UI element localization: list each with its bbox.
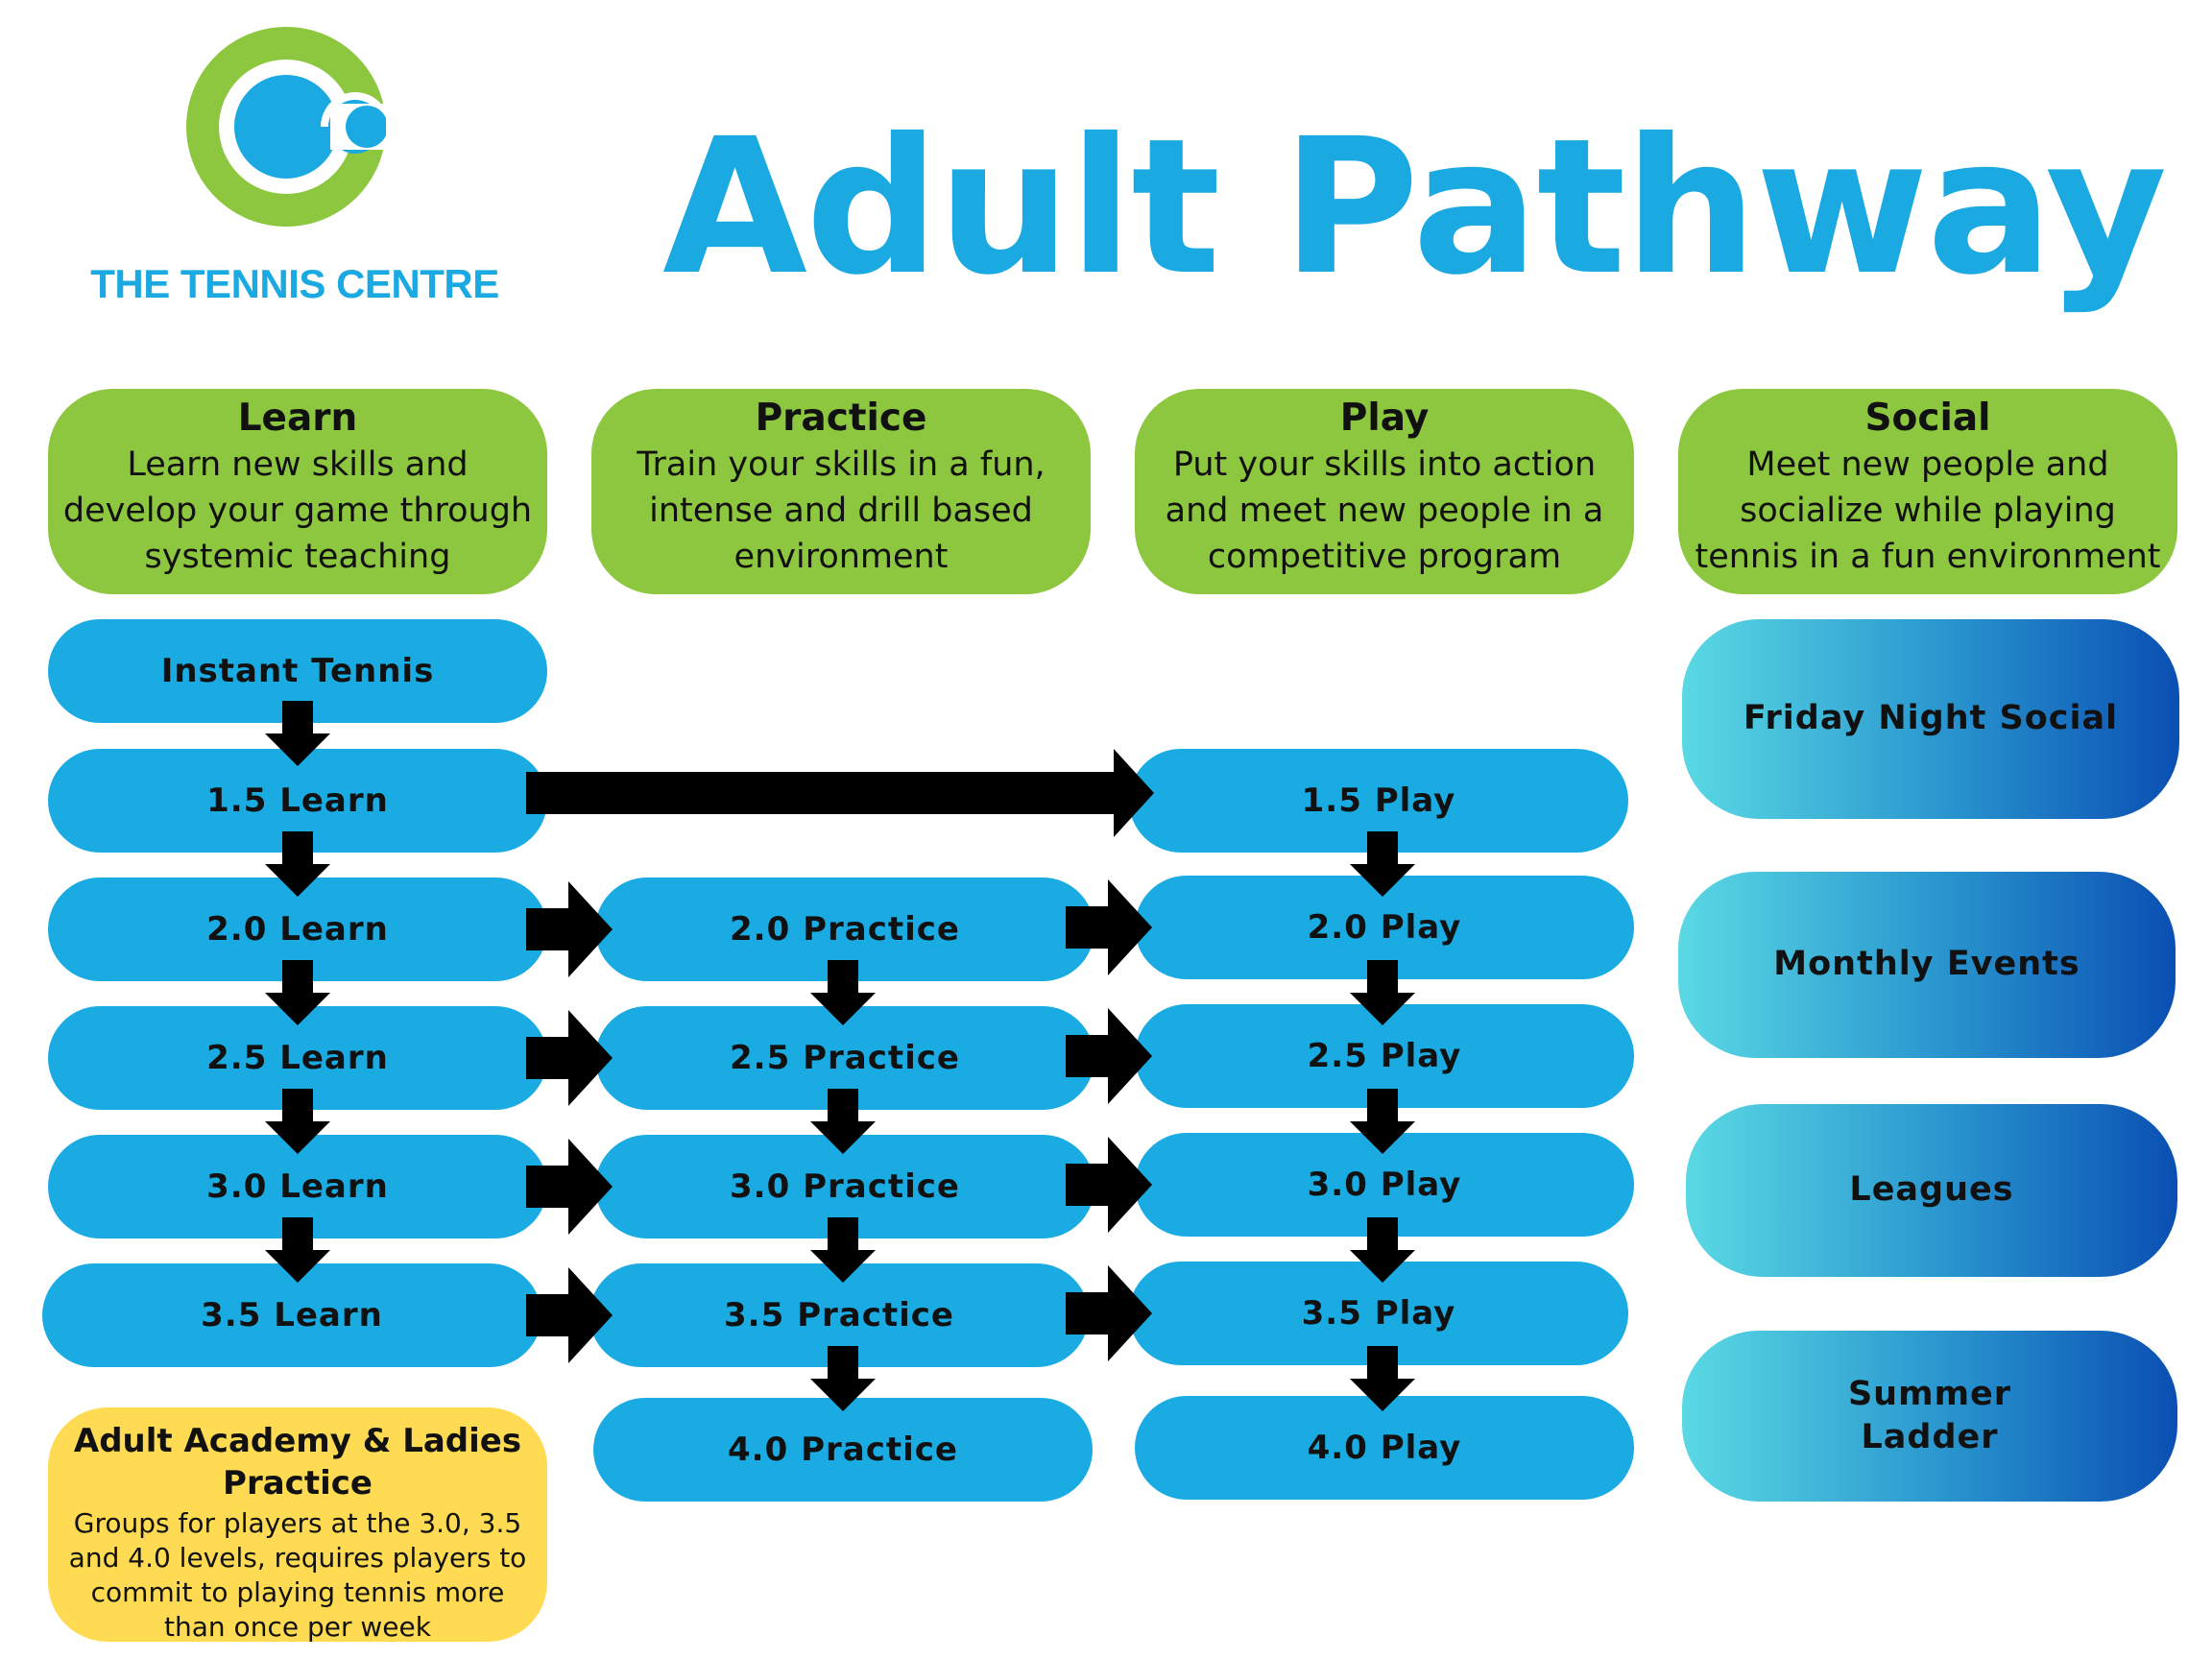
tennis-centre-logo: [186, 27, 386, 227]
arrow-down-learn-2: [265, 831, 330, 897]
category-learn-title: Learn: [237, 397, 358, 440]
category-learn: Learn Learn new skills and develop your …: [48, 389, 547, 594]
category-play-description: Put your skills into action and meet new…: [1165, 445, 1604, 577]
arrow-down-play-1: [1350, 831, 1415, 897]
arrow-right-practice-play-2-5: [1066, 1008, 1152, 1104]
category-social: Social Meet new people and socialize whi…: [1678, 389, 2177, 594]
category-play-title: Play: [1339, 397, 1430, 440]
arrow-down-learn-3: [265, 960, 330, 1025]
arrow-right-practice-play-3-5: [1066, 1265, 1152, 1361]
category-learn-description: Learn new skills and develop your game t…: [62, 445, 533, 577]
arrow-right-practice-play-2-0: [1066, 879, 1152, 975]
social-friday-night: Friday Night Social: [1682, 619, 2179, 819]
play-4-0: 4.0 Play: [1135, 1396, 1634, 1500]
category-practice: Practice Train your skills in a fun, int…: [591, 389, 1091, 594]
arrow-down-learn-1: [265, 701, 330, 766]
arrow-down-practice-1: [810, 960, 876, 1025]
social-monthly-events: Monthly Events: [1678, 872, 2176, 1058]
arrow-right-learn-practice-2-5: [526, 1010, 613, 1106]
social-summer-ladder: Summer Ladder: [1682, 1331, 2177, 1502]
logo-text: THE TENNIS CENTRE: [90, 261, 499, 306]
academy-box: Adult Academy & Ladies Practice Groups f…: [48, 1407, 547, 1643]
arrow-down-play-5: [1350, 1346, 1415, 1411]
arrow-down-play-3: [1350, 1089, 1415, 1154]
arrow-right-learn-practice-3-5: [526, 1267, 613, 1363]
arrow-down-play-4: [1350, 1217, 1415, 1283]
category-play: Play Put your skills into action and mee…: [1135, 389, 1634, 594]
academy-title: Adult Academy & Ladies Practice: [73, 1422, 522, 1503]
arrow-down-practice-3: [810, 1217, 876, 1283]
arrow-down-practice-2: [810, 1089, 876, 1154]
social-leagues: Leagues: [1686, 1104, 2177, 1277]
category-practice-description: Train your skills in a fun, intense and …: [637, 445, 1046, 577]
page-title: Adult Pathway: [662, 98, 2167, 316]
arrow-down-play-2: [1350, 960, 1415, 1025]
arrow-down-practice-4: [810, 1346, 876, 1411]
arrow-down-learn-4: [265, 1089, 330, 1154]
practice-4-0: 4.0 Practice: [593, 1398, 1093, 1502]
arrow-right-learn-to-play-1-5: [526, 749, 1154, 837]
category-social-title: Social: [1864, 397, 1991, 440]
arrow-down-learn-5: [265, 1217, 330, 1283]
arrow-right-learn-practice-2-0: [526, 881, 613, 977]
academy-description: Groups for players at the 3.0, 3.5 and 4…: [68, 1507, 527, 1643]
arrow-right-practice-play-3-0: [1066, 1137, 1152, 1233]
category-practice-title: Practice: [755, 397, 927, 440]
category-social-description: Meet new people and socialize while play…: [1695, 445, 2161, 577]
arrow-right-learn-practice-3-0: [526, 1139, 613, 1235]
learn-3-5: 3.5 Learn: [42, 1263, 541, 1367]
